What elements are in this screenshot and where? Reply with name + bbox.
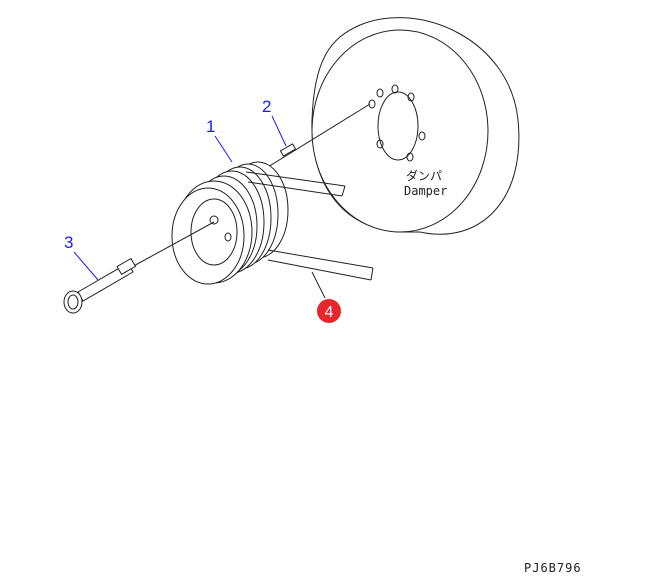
svg-text:4: 4: [325, 304, 334, 321]
svg-text:3: 3: [64, 233, 73, 252]
bolt[interactable]: [63, 257, 137, 314]
highlight-badge: [317, 299, 341, 323]
damper-label-jp: ダンパ: [406, 168, 442, 183]
dowel-pin[interactable]: [279, 143, 297, 157]
callout-2[interactable]: 2: [262, 97, 287, 147]
pulley[interactable]: [171, 161, 289, 285]
damper-bolt-holes: [368, 84, 426, 162]
drawing-code: PJ6B796: [524, 561, 582, 575]
svg-text:2: 2: [262, 97, 271, 116]
callout-1[interactable]: 1: [206, 117, 233, 163]
callout-3[interactable]: 3: [64, 233, 99, 281]
v-belt[interactable]: [245, 171, 374, 281]
svg-text:1: 1: [206, 117, 215, 136]
damper[interactable]: ダンパ Damper: [311, 17, 520, 235]
damper-label-en: Damper: [404, 184, 447, 198]
callout-4[interactable]: 4: [311, 271, 341, 323]
